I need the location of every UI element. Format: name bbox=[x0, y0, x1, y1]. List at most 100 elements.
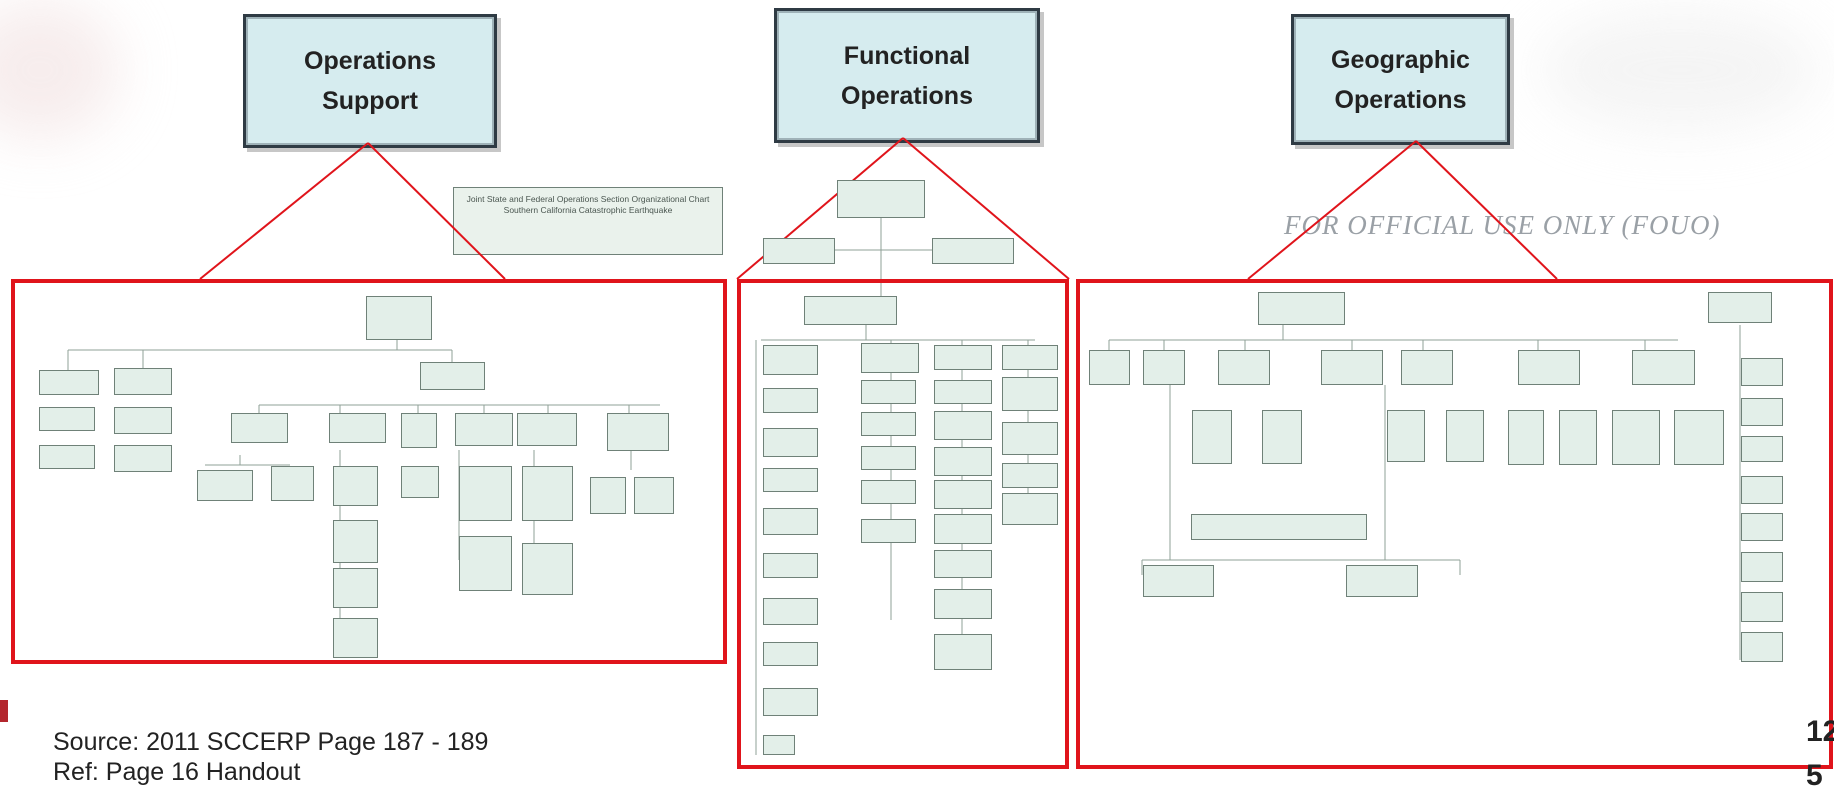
header-line-2: Operations bbox=[1334, 85, 1467, 114]
org-box bbox=[39, 370, 99, 395]
org-box bbox=[934, 345, 992, 370]
org-box bbox=[1387, 410, 1425, 462]
org-box bbox=[1143, 565, 1214, 597]
org-box bbox=[763, 508, 818, 535]
org-box bbox=[1708, 292, 1772, 323]
org-box bbox=[837, 180, 925, 218]
org-box bbox=[934, 380, 992, 404]
org-box bbox=[1143, 350, 1185, 385]
org-box bbox=[231, 413, 288, 443]
org-box bbox=[861, 380, 916, 404]
org-box bbox=[333, 520, 378, 563]
org-box bbox=[1741, 398, 1783, 426]
org-box bbox=[1741, 592, 1783, 622]
header-line-1: Geographic bbox=[1331, 45, 1470, 74]
org-box bbox=[522, 466, 573, 521]
org-box bbox=[1518, 350, 1580, 385]
org-box bbox=[114, 407, 172, 434]
org-box bbox=[607, 413, 669, 451]
org-box bbox=[763, 388, 818, 413]
header-line-1: Functional bbox=[843, 41, 971, 70]
geographic-operations-frame bbox=[1076, 279, 1833, 769]
org-box bbox=[1446, 410, 1484, 462]
org-box bbox=[1741, 436, 1783, 462]
org-box bbox=[804, 296, 897, 325]
org-box bbox=[763, 553, 818, 578]
org-box bbox=[329, 413, 386, 443]
accent-marker bbox=[0, 700, 8, 722]
org-box bbox=[861, 519, 916, 543]
org-box bbox=[114, 368, 172, 395]
org-box bbox=[861, 480, 916, 504]
page-number-line-1: 12 bbox=[1806, 715, 1834, 748]
org-box bbox=[1002, 345, 1058, 370]
org-box bbox=[1741, 513, 1783, 541]
operations-support-header: Operations Support bbox=[243, 14, 497, 148]
org-box bbox=[763, 642, 818, 666]
org-box bbox=[517, 413, 577, 446]
org-box bbox=[39, 407, 95, 431]
org-box bbox=[522, 543, 573, 595]
org-box bbox=[861, 446, 916, 470]
org-box bbox=[763, 238, 835, 264]
org-box bbox=[459, 536, 512, 591]
org-box bbox=[1258, 292, 1345, 325]
org-box bbox=[763, 345, 818, 375]
header-line-2: Support bbox=[322, 87, 418, 115]
geographic-operations-header: Geographic Operations bbox=[1291, 14, 1510, 145]
org-box bbox=[1632, 350, 1695, 385]
org-box bbox=[763, 735, 795, 755]
org-box bbox=[1401, 350, 1453, 385]
header-line-2: Operations bbox=[841, 81, 973, 110]
reference-caption: Ref: Page 16 Handout bbox=[53, 758, 301, 786]
org-box bbox=[934, 514, 992, 544]
org-box bbox=[1674, 410, 1724, 465]
org-box bbox=[420, 362, 485, 390]
org-box bbox=[1192, 410, 1232, 464]
org-box bbox=[455, 413, 513, 446]
org-box bbox=[401, 466, 439, 498]
org-box bbox=[763, 428, 818, 457]
page-number: 12 5 bbox=[1806, 710, 1834, 798]
org-box bbox=[1346, 565, 1418, 597]
org-box bbox=[1191, 514, 1367, 540]
org-box bbox=[459, 466, 512, 521]
org-box bbox=[333, 466, 378, 506]
org-box bbox=[1741, 358, 1783, 386]
org-box bbox=[401, 413, 437, 448]
background-smudge-right bbox=[1540, 10, 1820, 130]
functional-operations-frame bbox=[737, 279, 1069, 769]
org-box bbox=[861, 412, 916, 436]
org-box bbox=[1559, 410, 1597, 465]
org-box bbox=[114, 445, 172, 472]
org-box bbox=[1741, 476, 1783, 504]
org-box bbox=[333, 618, 378, 658]
header-line-1: Operations bbox=[304, 47, 436, 75]
org-box bbox=[1002, 463, 1058, 488]
org-box bbox=[1002, 422, 1058, 455]
org-box bbox=[934, 550, 992, 578]
org-box bbox=[934, 411, 992, 440]
org-box bbox=[271, 466, 314, 501]
page-number-line-2: 5 bbox=[1806, 759, 1823, 792]
org-box bbox=[934, 447, 992, 476]
org-box bbox=[1321, 350, 1383, 385]
org-box bbox=[39, 445, 95, 469]
org-box bbox=[1741, 552, 1783, 582]
chart-title-box: Joint State and Federal Operations Secti… bbox=[453, 187, 723, 255]
org-box bbox=[366, 296, 432, 340]
source-caption: Source: 2011 SCCERP Page 187 - 189 bbox=[53, 728, 489, 756]
org-box bbox=[932, 238, 1014, 264]
org-box bbox=[934, 589, 992, 619]
org-box bbox=[1612, 410, 1660, 465]
org-box bbox=[1741, 632, 1783, 662]
org-box bbox=[590, 477, 626, 514]
org-box bbox=[934, 480, 992, 509]
functional-operations-header: Functional Operations bbox=[774, 8, 1040, 143]
org-box bbox=[1508, 410, 1544, 465]
org-box bbox=[763, 468, 818, 492]
operations-support-frame bbox=[11, 279, 727, 664]
org-box bbox=[763, 598, 818, 625]
org-box bbox=[934, 634, 992, 670]
org-box bbox=[1002, 377, 1058, 411]
